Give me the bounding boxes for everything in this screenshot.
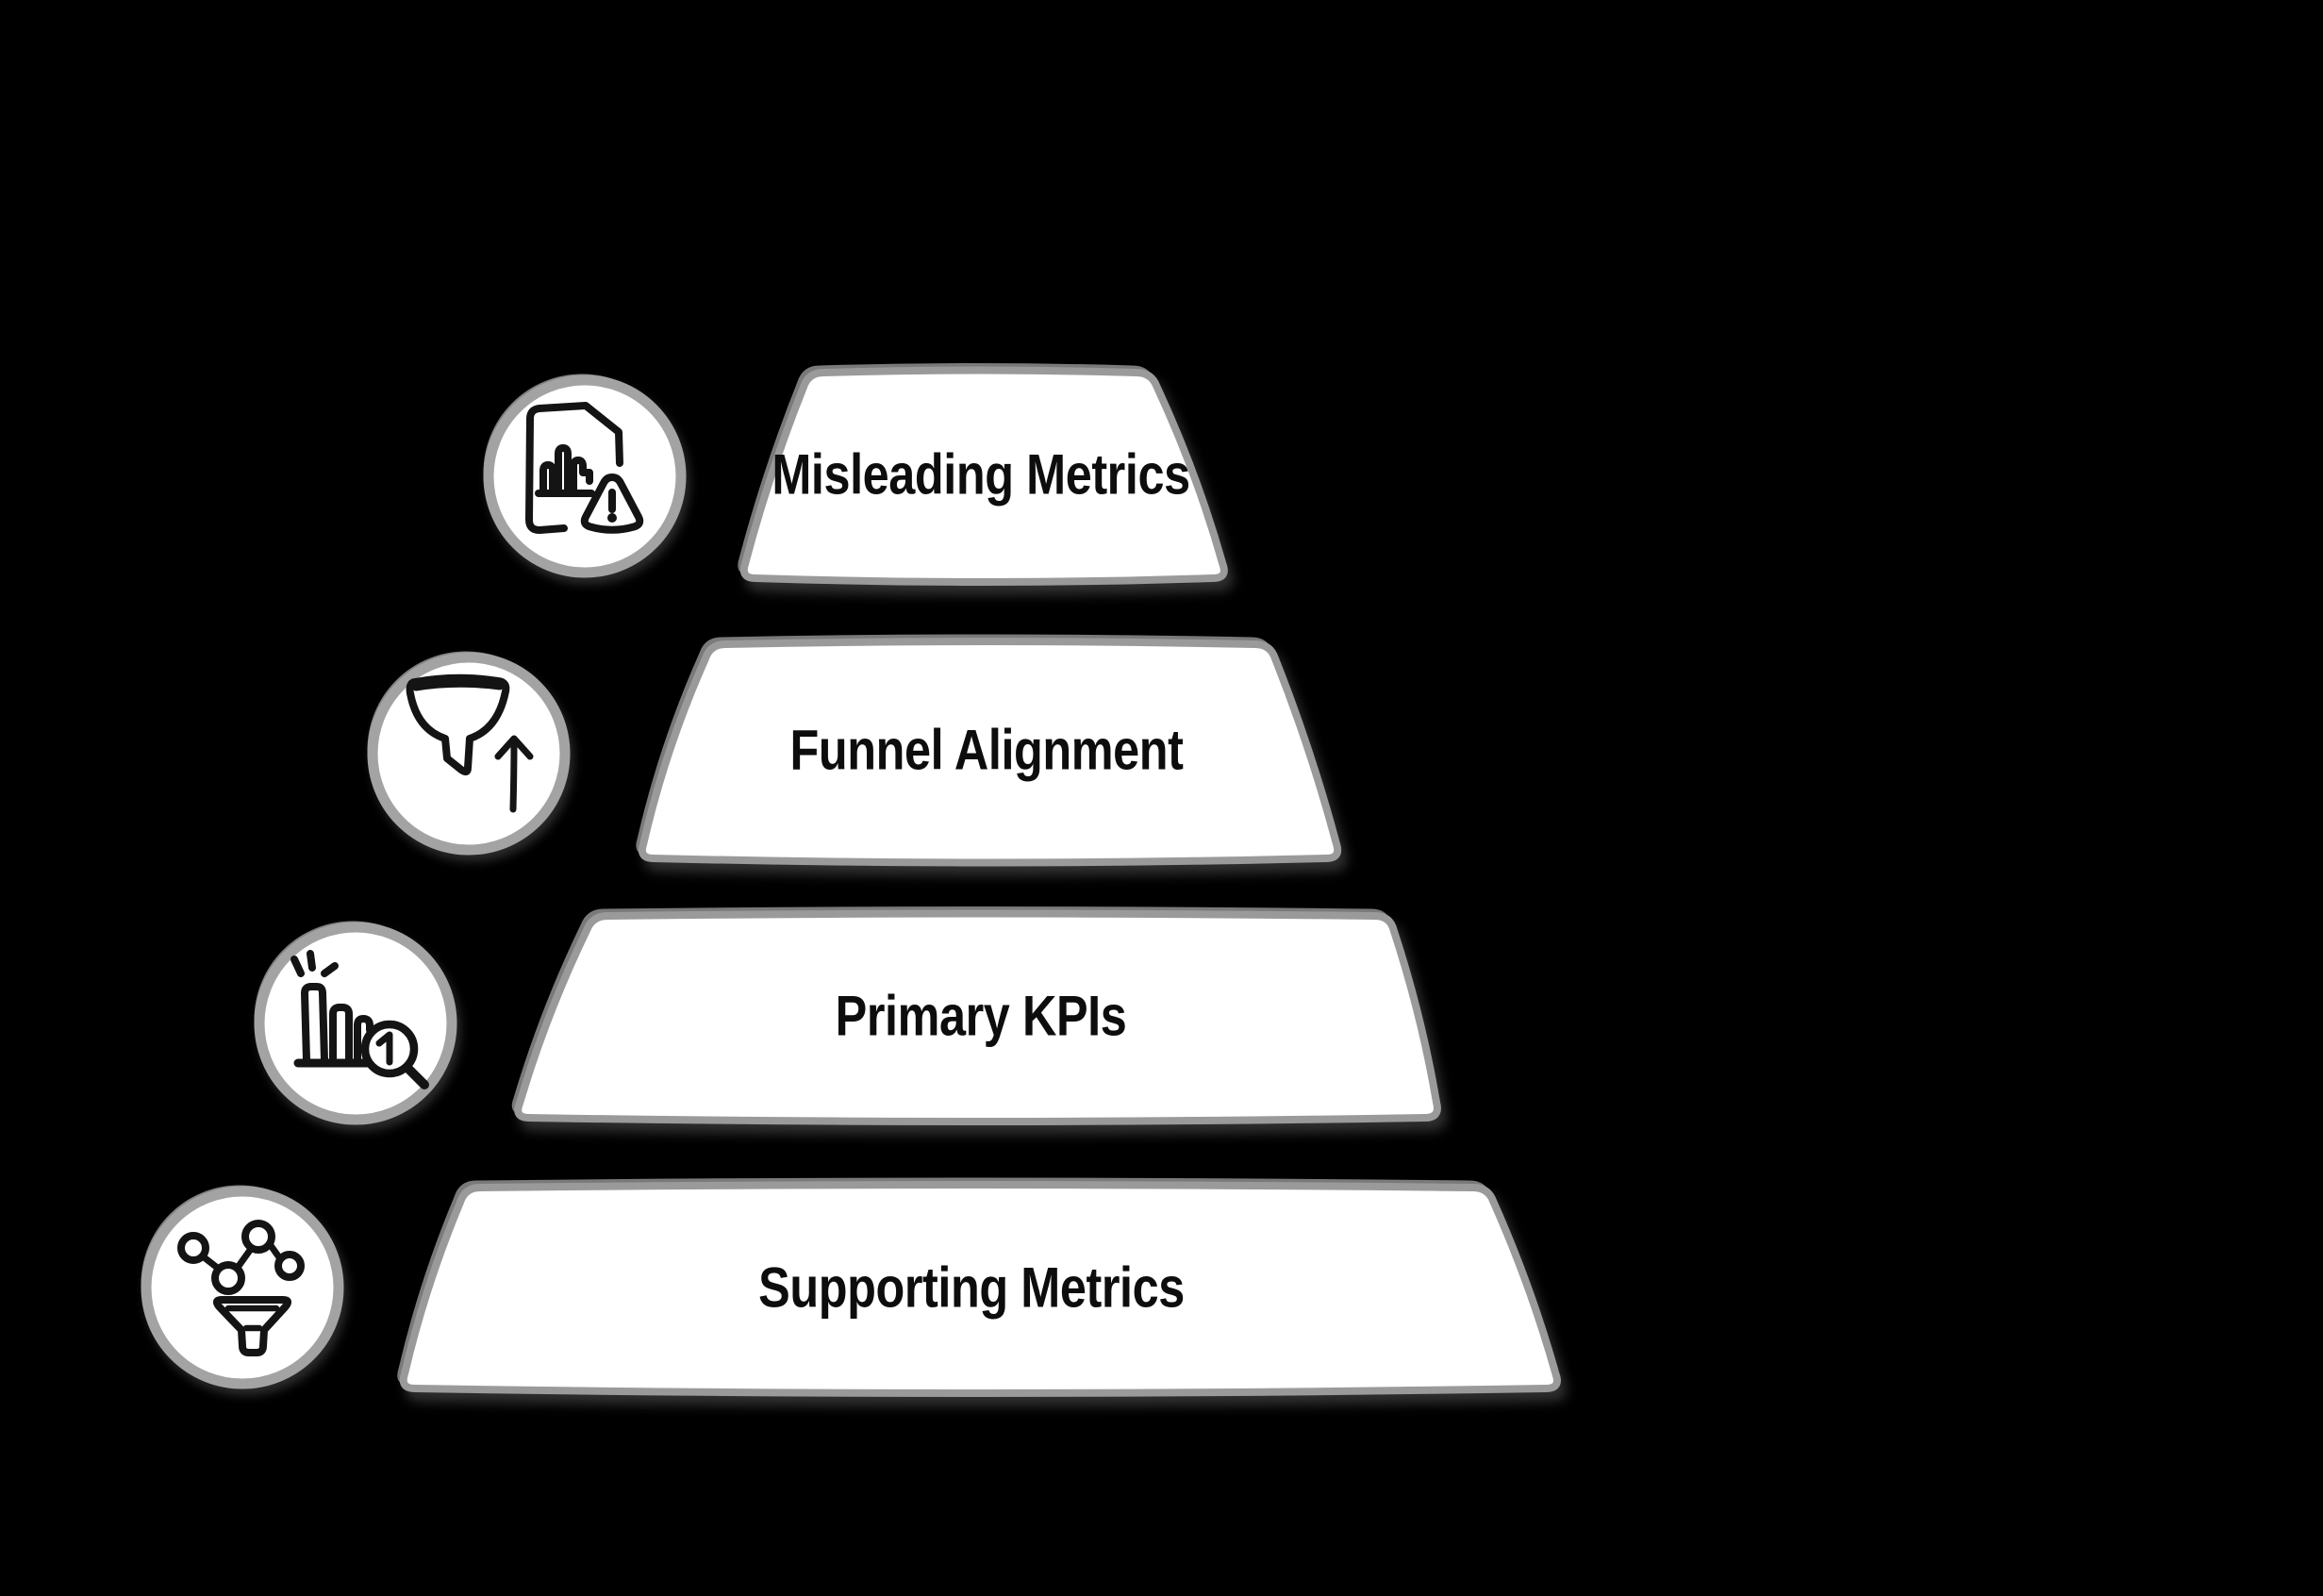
funnel-up-arrow-icon xyxy=(365,650,572,857)
pyramid-level-label-primary-kpis: Primary KPIs xyxy=(835,984,1127,1048)
document-warning-icon xyxy=(481,373,689,580)
pyramid-level-label-funnel-alignment: Funnel Alignment xyxy=(789,718,1184,782)
scatter-plot-funnel-icon xyxy=(139,1184,346,1391)
bar-chart-number-one-icon xyxy=(252,920,459,1127)
pyramid-level-label-supporting-metrics: Supporting Metrics xyxy=(758,1255,1185,1320)
pyramid-band-supporting-metrics xyxy=(397,1177,1561,1397)
pyramid-level-label-misleading-metrics: Misleading Metrics xyxy=(772,442,1190,507)
pyramid-band-misleading-metrics-shape xyxy=(739,366,1228,586)
pyramid-band-primary-kpis-shape xyxy=(514,909,1441,1125)
pyramid-band-funnel-alignment-shape xyxy=(638,638,1342,867)
pyramid-band-supporting-metrics-shape xyxy=(399,1181,1561,1397)
pyramid-band-primary-kpis xyxy=(511,906,1441,1125)
pyramid-band-funnel-alignment xyxy=(636,634,1342,867)
pyramid-band-misleading-metrics xyxy=(738,363,1228,586)
